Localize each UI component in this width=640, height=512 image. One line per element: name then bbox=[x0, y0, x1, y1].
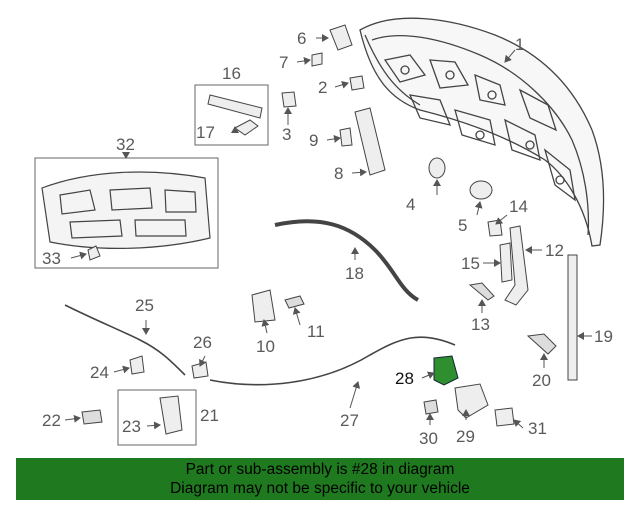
callout-7[interactable]: 7 bbox=[279, 53, 288, 72]
bracket-10 bbox=[251, 289, 276, 323]
bracket-9 bbox=[339, 127, 353, 147]
callout-8[interactable]: 8 bbox=[334, 164, 343, 183]
bracket-8 bbox=[354, 107, 386, 176]
callout-26[interactable]: 26 bbox=[193, 333, 212, 352]
callout-27[interactable]: 27 bbox=[340, 411, 359, 430]
callout-10[interactable]: 10 bbox=[256, 337, 275, 356]
cap-5 bbox=[469, 180, 493, 200]
callout-19[interactable]: 19 bbox=[594, 327, 613, 346]
callout-5[interactable]: 5 bbox=[458, 216, 467, 235]
callout-30[interactable]: 30 bbox=[419, 429, 438, 448]
bolt-22 bbox=[81, 409, 103, 425]
callout-3[interactable]: 3 bbox=[282, 125, 291, 144]
grommet-3 bbox=[281, 91, 297, 108]
callout-25[interactable]: 25 bbox=[135, 296, 154, 315]
callout-12[interactable]: 12 bbox=[545, 241, 564, 260]
callout-13[interactable]: 13 bbox=[471, 315, 490, 334]
leader-lines bbox=[64, 34, 592, 430]
callout-4[interactable]: 4 bbox=[406, 195, 415, 214]
hood-latch-28[interactable] bbox=[433, 355, 459, 386]
clip-14 bbox=[487, 219, 503, 237]
release-cable-27 bbox=[209, 336, 456, 386]
hinge-plate-16 bbox=[207, 94, 263, 119]
callout-32[interactable]: 32 bbox=[116, 135, 135, 154]
callout-11[interactable]: 11 bbox=[307, 322, 325, 341]
callout-28[interactable]: 28 bbox=[395, 369, 414, 388]
seal-18 bbox=[274, 219, 420, 302]
bolt-11 bbox=[284, 295, 305, 309]
part-info-line-2: Diagram may not be specific to your vehi… bbox=[170, 480, 470, 497]
switch-31 bbox=[494, 407, 515, 427]
bolt-20 bbox=[526, 333, 557, 355]
grommet-4 bbox=[428, 157, 446, 179]
part-info-banner: Part or sub-assembly is #28 in diagram D… bbox=[16, 458, 624, 500]
latch-bracket-29 bbox=[454, 383, 489, 419]
callout-6[interactable]: 6 bbox=[297, 29, 306, 48]
clip-26 bbox=[191, 361, 209, 379]
callout-2[interactable]: 2 bbox=[318, 78, 327, 97]
callout-31[interactable]: 31 bbox=[528, 419, 547, 438]
gas-strut-19 bbox=[567, 254, 578, 381]
bolt-13 bbox=[468, 282, 495, 301]
bolt-30 bbox=[423, 399, 439, 415]
hinge-group-box bbox=[194, 84, 269, 146]
callout-18[interactable]: 18 bbox=[345, 264, 364, 283]
callout-24[interactable]: 24 bbox=[90, 363, 109, 382]
clip-24 bbox=[129, 355, 145, 375]
bumper-2 bbox=[349, 75, 365, 91]
callout-9[interactable]: 9 bbox=[309, 131, 318, 150]
release-cable-25 bbox=[64, 304, 186, 376]
callout-15[interactable]: 15 bbox=[461, 254, 480, 273]
clip-33-shape bbox=[87, 245, 101, 261]
strut-bracket-15 bbox=[499, 242, 513, 283]
handle-group-box bbox=[117, 389, 197, 446]
callout-29[interactable]: 29 bbox=[456, 427, 475, 446]
bumper-6 bbox=[329, 24, 353, 51]
part-info-line-1: Part or sub-assembly is #28 in diagram bbox=[185, 461, 455, 478]
hinge-17 bbox=[234, 119, 259, 136]
callout-21[interactable]: 21 bbox=[200, 406, 219, 425]
callout-33[interactable]: 33 bbox=[42, 249, 61, 268]
strut-bracket-12 bbox=[504, 225, 529, 306]
insulation-pad bbox=[41, 171, 211, 249]
callout-14[interactable]: 14 bbox=[509, 197, 528, 216]
handle-21 bbox=[159, 395, 183, 435]
callout-1[interactable]: 1 bbox=[515, 35, 524, 54]
callout-17[interactable]: 17 bbox=[196, 123, 215, 142]
callout-20[interactable]: 20 bbox=[532, 371, 551, 390]
callout-23[interactable]: 23 bbox=[122, 417, 141, 436]
callout-22[interactable]: 22 bbox=[42, 411, 61, 430]
bumper-7 bbox=[311, 52, 323, 67]
hood-panel bbox=[359, 17, 605, 247]
callout-16[interactable]: 16 bbox=[222, 64, 241, 83]
parts-diagram: 1 2 3 4 5 6 7 8 9 10 11 12 13 14 15 16 1… bbox=[34, 17, 613, 448]
